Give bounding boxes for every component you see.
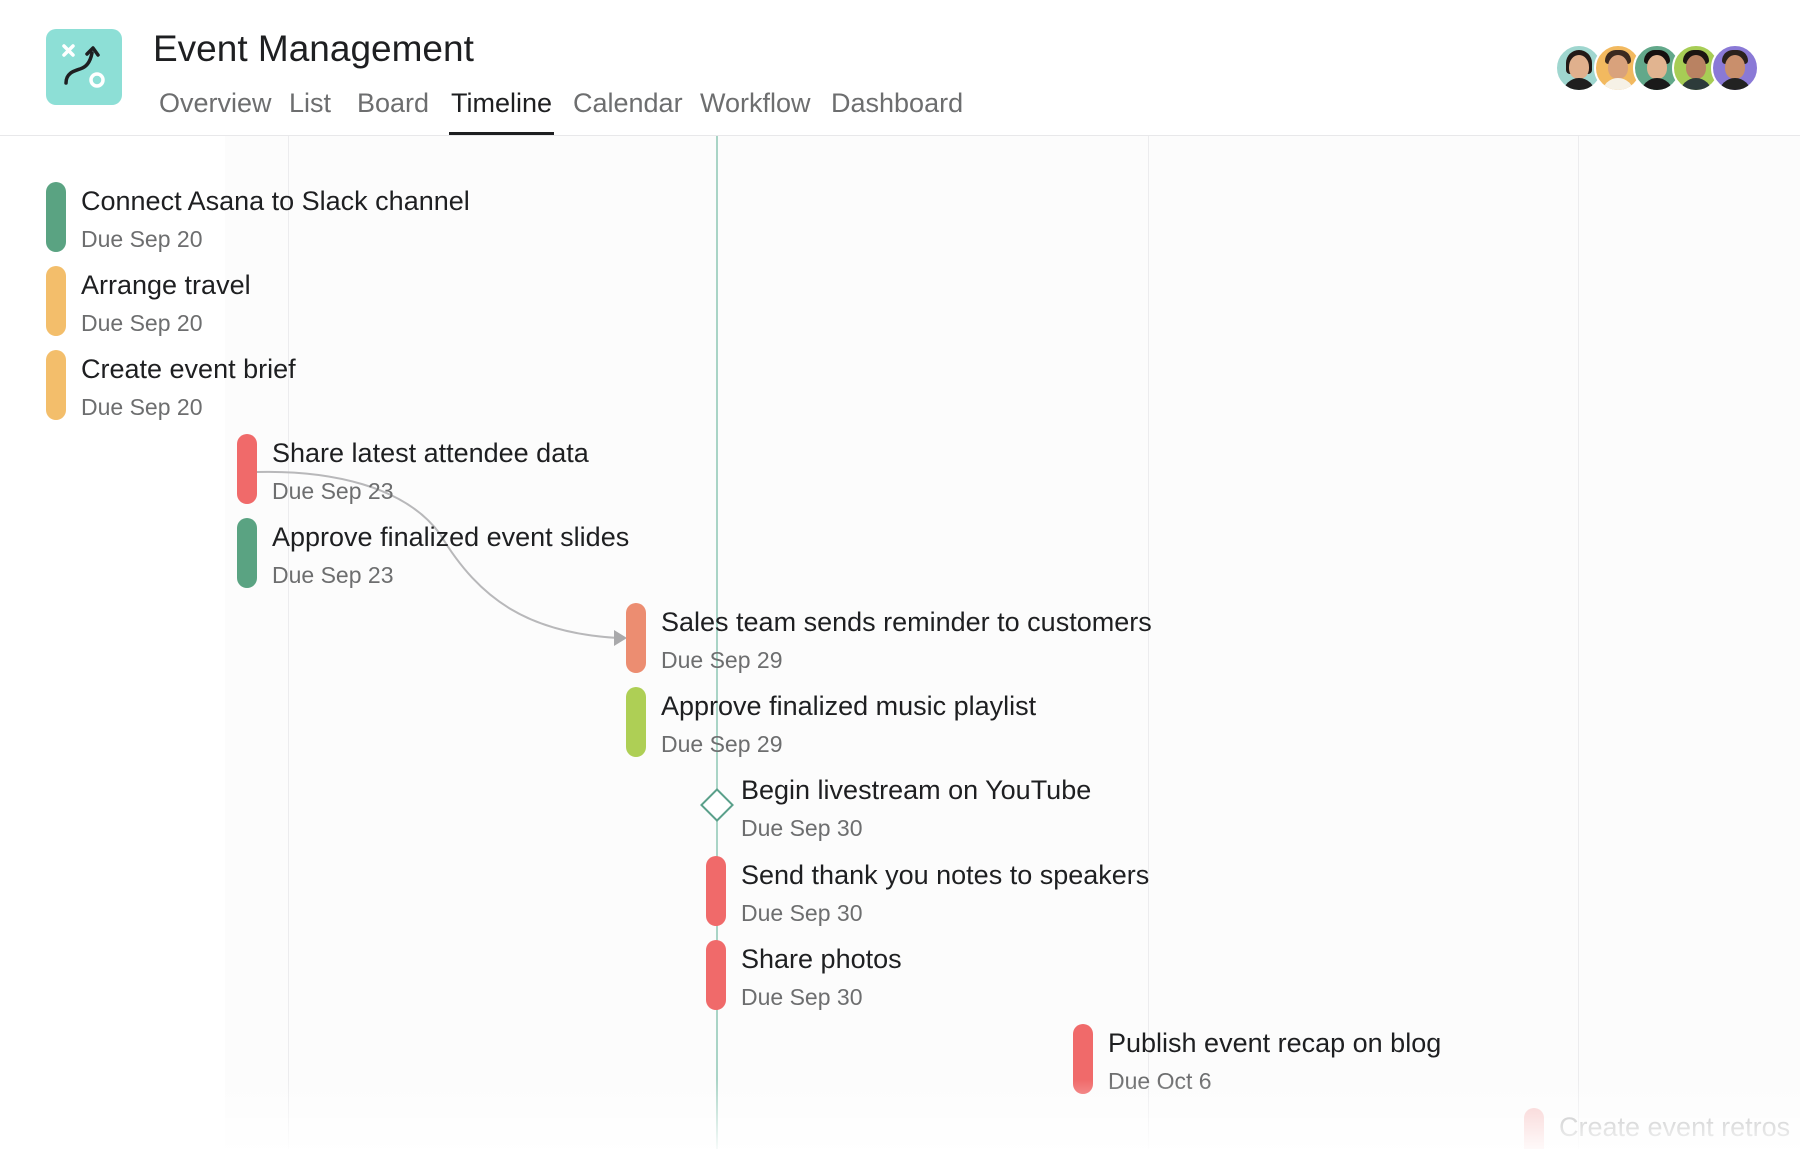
task-name: Create event brief xyxy=(81,354,296,384)
task-due-date: Due Sep 20 xyxy=(81,394,203,420)
project-title: Event Management xyxy=(153,28,474,69)
task-due-date: Due Sep 23 xyxy=(272,562,394,588)
tab-board[interactable]: Board xyxy=(357,88,430,118)
tab-list[interactable]: List xyxy=(289,88,332,118)
avatar[interactable] xyxy=(1672,44,1720,92)
task-name: Sales team sends reminder to customers xyxy=(661,607,1152,637)
workflow-icon xyxy=(62,44,105,88)
tab-timeline[interactable]: Timeline xyxy=(449,84,555,135)
task-bar[interactable] xyxy=(237,434,257,504)
avatar[interactable] xyxy=(1594,44,1642,92)
task-due-date: Due Sep 29 xyxy=(661,731,783,757)
avatar[interactable] xyxy=(1711,44,1759,92)
task-name: Arrange travel xyxy=(81,270,251,300)
task-name: Share latest attendee data xyxy=(272,438,589,468)
timeline-background xyxy=(225,136,1800,1149)
task-due-date: Due Sep 30 xyxy=(741,815,863,841)
timeline-canvas[interactable]: Connect Asana to Slack channel Due Sep 2… xyxy=(0,136,1800,1149)
task-bar[interactable] xyxy=(237,518,257,588)
task-bar[interactable] xyxy=(626,603,646,673)
gridline xyxy=(1578,136,1579,1149)
task-name: Approve finalized event slides xyxy=(272,522,630,552)
task-bar[interactable] xyxy=(706,856,726,926)
gridline xyxy=(1148,136,1149,1149)
task-bar[interactable] xyxy=(1073,1024,1093,1094)
task-name: Send thank you notes to speakers xyxy=(741,860,1150,890)
avatar[interactable] xyxy=(1555,44,1603,92)
today-marker xyxy=(716,136,718,1149)
tab-dashboard[interactable]: Dashboard xyxy=(831,88,964,118)
task-name: Share photos xyxy=(741,944,902,974)
task-bar[interactable] xyxy=(626,687,646,757)
task-bar[interactable] xyxy=(46,266,66,336)
task-bar[interactable] xyxy=(46,182,66,252)
task-name: Begin livestream on YouTube xyxy=(741,775,1092,805)
task-due-date: Due Sep 20 xyxy=(81,226,203,252)
tab-calendar[interactable]: Calendar xyxy=(573,88,683,118)
project-members[interactable] xyxy=(1555,44,1759,92)
task-due-date: Due Sep 23 xyxy=(272,478,394,504)
task-due-date: Due Sep 20 xyxy=(81,310,203,336)
task-due-date: Due Sep 29 xyxy=(661,647,783,673)
project-header: Event Management Overview List Board Tim… xyxy=(0,0,1800,136)
task-name: Publish event recap on blog xyxy=(1108,1028,1442,1058)
tab-workflow[interactable]: Workflow xyxy=(700,88,811,118)
tab-overview[interactable]: Overview xyxy=(159,88,272,118)
task-due-date: Due Sep 30 xyxy=(741,900,863,926)
task-due-date: Due Sep 30 xyxy=(741,984,863,1010)
task-name: Connect Asana to Slack channel xyxy=(81,186,470,216)
task-name: Create event retros xyxy=(1559,1112,1791,1142)
task-name: Approve finalized music playlist xyxy=(661,691,1037,721)
task-bar[interactable] xyxy=(1524,1108,1544,1149)
task-bar[interactable] xyxy=(706,940,726,1010)
project-icon[interactable] xyxy=(46,29,122,105)
task-due-date: Due Oct 6 xyxy=(1108,1068,1212,1094)
task-bar[interactable] xyxy=(46,350,66,420)
gridline xyxy=(288,136,289,1149)
